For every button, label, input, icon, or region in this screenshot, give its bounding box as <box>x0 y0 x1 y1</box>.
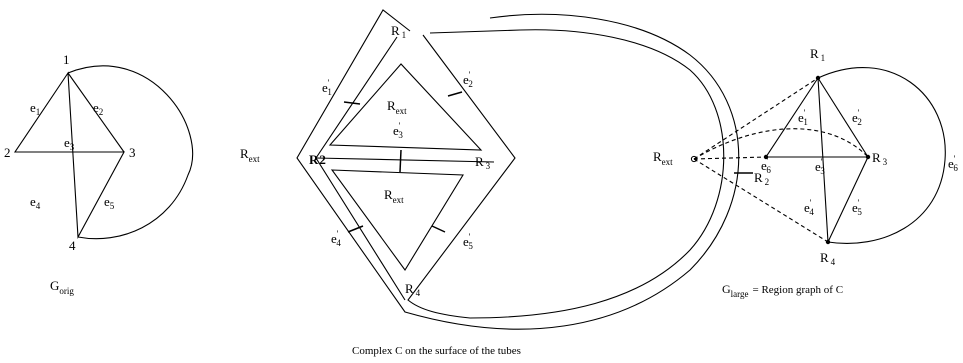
tick-e3 <box>399 149 402 173</box>
g-large-e4-label: e'4 <box>804 198 814 217</box>
complex-r2-label: R2 <box>309 152 326 167</box>
r-ext-node <box>690 155 698 163</box>
r3-node <box>865 154 871 160</box>
tick-e5 <box>431 225 446 233</box>
tube-inner-wall <box>407 29 725 319</box>
complex-e3-label: e'3 <box>393 121 403 140</box>
complex-e6-label: e'6 <box>761 156 771 175</box>
middle-band-line <box>315 157 495 163</box>
g-large-e6-label: e'6 <box>948 154 958 173</box>
tick-e1 <box>343 101 361 105</box>
r2-node <box>763 154 769 160</box>
g-large-e1-label: e'1 <box>798 108 808 127</box>
edge-e3-label: e3 <box>64 135 75 152</box>
r4-node <box>825 239 831 245</box>
edge-e5-label: e5 <box>104 194 115 211</box>
g-large-e5-label: e'5 <box>852 198 862 217</box>
upper-triangle-hole <box>328 63 483 151</box>
edge-e4-label: e4 <box>30 194 41 211</box>
lower-triangle-hole <box>330 169 464 271</box>
vertex-1-label: 1 <box>63 52 70 67</box>
g-orig-outline <box>13 71 125 239</box>
g-large-r-ext-label: Rext <box>653 149 673 167</box>
upper-r-ext-label: Rext <box>387 98 407 116</box>
lower-r-ext-label: Rext <box>384 187 404 205</box>
dash-rext-r4 <box>693 158 829 243</box>
vertex-2-label: 2 <box>4 145 11 160</box>
g-large-e3-label: e'3 <box>815 157 825 176</box>
tube-left-inner-wall <box>315 36 406 301</box>
complex-e5-label: e'5 <box>463 232 473 251</box>
complex-e4-label: e'4 <box>331 229 341 248</box>
g-large-caption: Glarge= Region graph of C <box>722 282 843 299</box>
g-large-edge-r1-r3 <box>817 77 869 158</box>
complex-caption: Complex C on the surface of the tubes <box>352 345 521 357</box>
tube-outer-wall <box>296 9 740 330</box>
dash-rext-r2 <box>693 156 767 160</box>
vertex-4-label: 4 <box>69 238 76 253</box>
edge-e1-label: e1 <box>30 100 40 117</box>
g-orig-outer-arc <box>67 65 194 240</box>
complex-e1-label: e'1 <box>322 78 332 97</box>
g-large-e2-label: e'2 <box>852 108 862 127</box>
complex-r-ext-label: Rext <box>240 146 260 164</box>
g-orig-caption: Gorig <box>50 278 74 296</box>
g-orig-edge-1-3 <box>67 72 125 153</box>
dash-rext-r1 <box>693 77 819 160</box>
g-large-outer-arc <box>817 67 946 244</box>
edge-e2-label: e2 <box>93 100 103 117</box>
tick-e2 <box>447 91 463 97</box>
g-orig-panel: 1 2 3 4 e1 e2 e3 e4 e5 Gorig <box>4 52 194 296</box>
complex-e2-label: e'2 <box>463 70 473 89</box>
tick-e4 <box>347 225 364 233</box>
r1-node <box>815 75 821 81</box>
vertex-3-label: 3 <box>129 145 136 160</box>
